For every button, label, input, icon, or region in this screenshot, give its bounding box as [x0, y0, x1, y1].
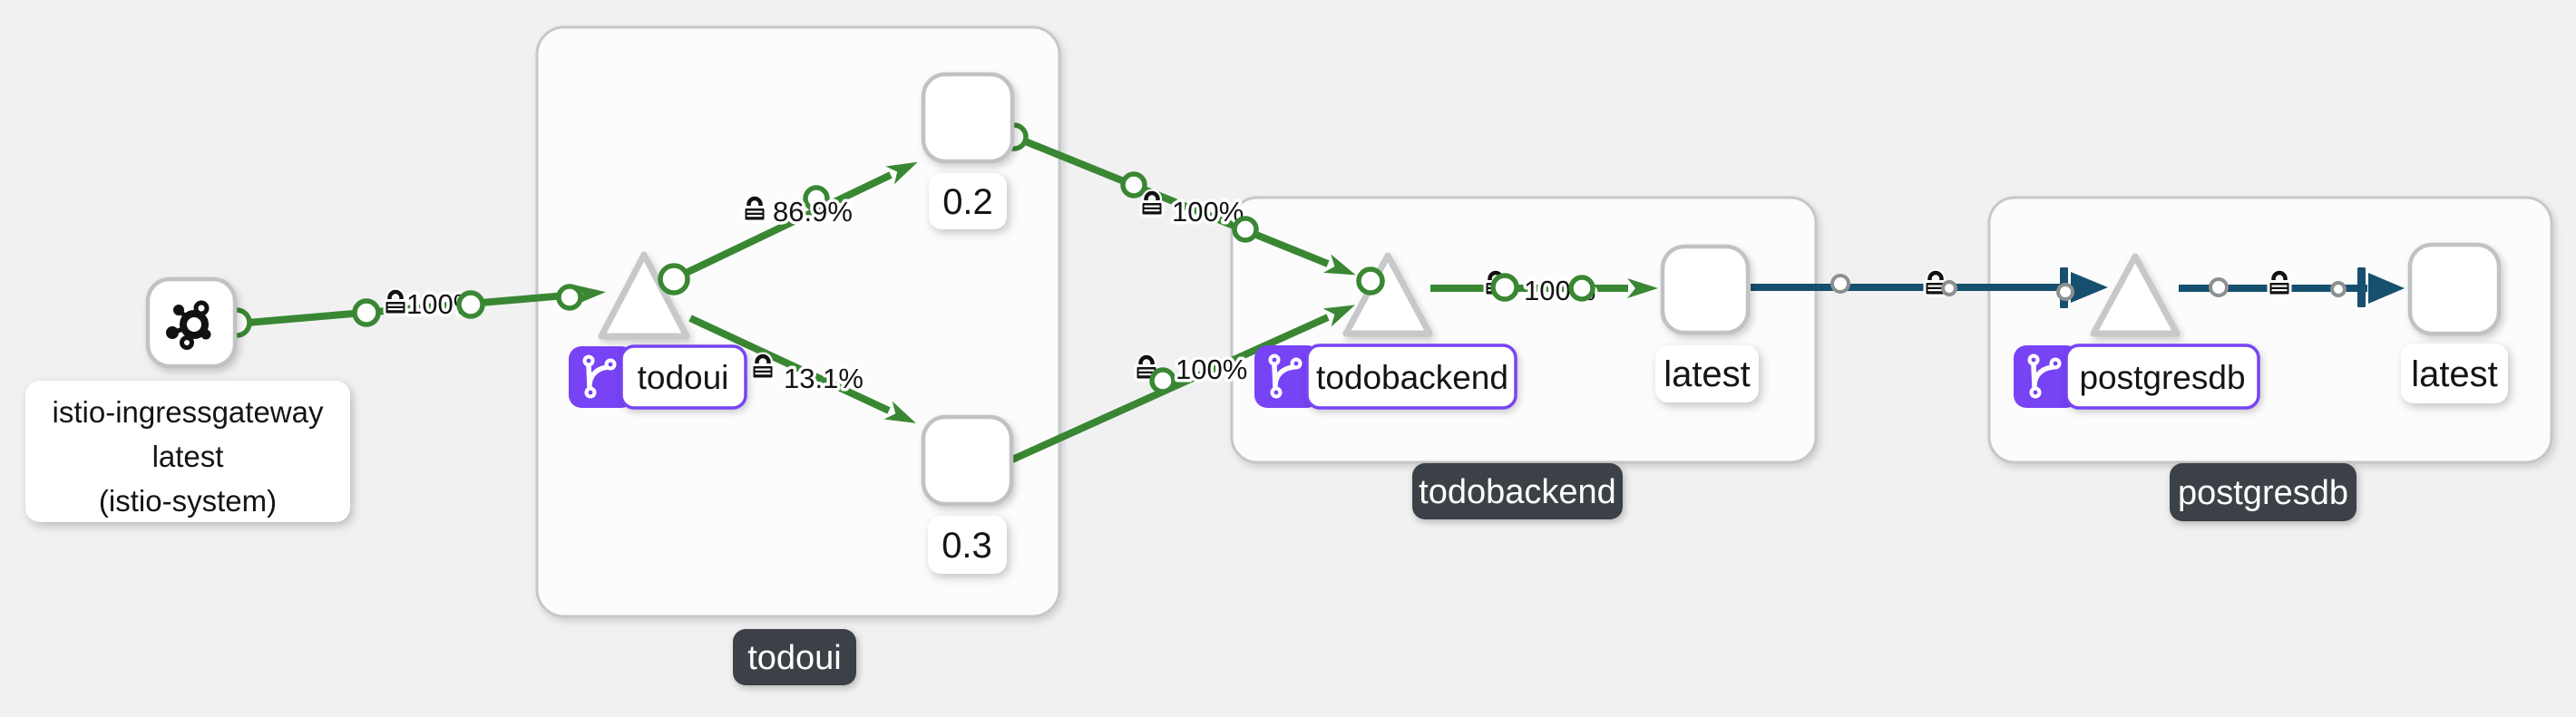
- workload-node-todoui-v03[interactable]: [921, 414, 1014, 507]
- svg-text:latest: latest: [1664, 354, 1751, 394]
- svg-text:todoui: todoui: [747, 639, 842, 677]
- edge-waypoint: [1149, 367, 1176, 394]
- lock-icon: [744, 199, 766, 221]
- edge-waypoint: [456, 290, 485, 319]
- workload-node-postgresdb-latest[interactable]: [2407, 242, 2502, 336]
- code-branch-icon: [582, 354, 617, 399]
- node-label-postgresdb-latest[interactable]: latest: [2401, 344, 2508, 403]
- app-badge-label: todoui: [638, 359, 729, 396]
- workload-node-todobackend-latest[interactable]: [1660, 244, 1751, 335]
- edge-todobackend-latest[interactable]: 100%: [1430, 273, 1658, 310]
- edge-waypoint: [1356, 266, 1385, 296]
- edge-waypoint: [2209, 277, 2229, 297]
- edge-waypoint: [1232, 216, 1259, 243]
- edge-v03-todobackend[interactable]: 100%: [1010, 305, 1356, 463]
- edge-waypoint: [1120, 171, 1147, 199]
- group-label-todoui[interactable]: todoui: [733, 629, 856, 685]
- edge-waypoint: [2056, 283, 2074, 301]
- edge-waypoint: [1941, 280, 1957, 296]
- app-badge-postgresdb[interactable]: postgresdb: [2014, 344, 2260, 410]
- svg-text:todobackend: todobackend: [1419, 473, 1616, 511]
- edge-label: 100%: [1176, 354, 1247, 385]
- tcp-arrowhead-icon: [2071, 272, 2108, 303]
- lock-icon: [2269, 273, 2290, 296]
- lock-icon: [1141, 193, 1163, 216]
- gateway-label-line3: (istio-system): [99, 484, 277, 518]
- edge-waypoint: [1830, 274, 1850, 294]
- tcp-arrowhead-icon: [2368, 273, 2405, 304]
- gateway-label-line1: istio-ingressgateway: [53, 395, 324, 429]
- edge-waypoint: [658, 263, 690, 296]
- svg-text:postgresdb: postgresdb: [2178, 474, 2348, 512]
- tcp-tee-icon: [2357, 267, 2366, 307]
- edge-waypoint: [1490, 273, 1519, 302]
- app-badge-todobackend[interactable]: todobackend: [1254, 344, 1517, 410]
- gateway-label[interactable]: istio-ingressgateway latest (istio-syste…: [25, 381, 350, 522]
- edge-gw-todoui[interactable]: 100%: [221, 284, 606, 338]
- mesh-gateway-icon: [166, 300, 211, 350]
- svg-text:0.2: 0.2: [942, 182, 993, 222]
- edge-label: 86.9%: [773, 196, 853, 228]
- code-branch-icon: [1268, 354, 1303, 399]
- group-label-todobackend[interactable]: todobackend: [1412, 463, 1623, 519]
- lock-icon: [385, 292, 406, 315]
- gateway-label-line2: latest: [152, 440, 224, 473]
- edge-latest-postgresdb[interactable]: [1751, 267, 2108, 308]
- edge-waypoint: [2330, 281, 2347, 297]
- node-label-todobackend-latest[interactable]: latest: [1655, 345, 1759, 402]
- edge-todoui-v03[interactable]: 13.1%: [688, 315, 916, 423]
- edge-waypoint: [803, 185, 830, 212]
- app-badge-label: todobackend: [1316, 359, 1508, 396]
- edge-label: 13.1%: [784, 363, 864, 394]
- edge-label: 100%: [1172, 196, 1244, 228]
- gateway-node[interactable]: [145, 276, 238, 369]
- edge-waypoint: [352, 298, 381, 327]
- edge-todoui-v02[interactable]: 86.9%: [675, 161, 918, 281]
- svg-text:latest: latest: [2411, 354, 2498, 394]
- edge-postgresdb-latest[interactable]: [2179, 267, 2405, 307]
- service-triangle-postgresdb[interactable]: [2090, 253, 2181, 337]
- node-label-v03[interactable]: 0.3: [928, 516, 1007, 574]
- app-badge-todoui[interactable]: todoui: [569, 344, 747, 410]
- app-badge-label: postgresdb: [2079, 359, 2245, 396]
- lock-icon: [752, 356, 774, 379]
- service-triangle-todoui[interactable]: [598, 251, 690, 340]
- code-branch-icon: [2027, 354, 2062, 399]
- workload-node-todoui-v02[interactable]: [921, 72, 1015, 164]
- group-label-postgresdb[interactable]: postgresdb: [2170, 463, 2356, 521]
- svg-text:0.3: 0.3: [942, 526, 992, 566]
- node-label-v02[interactable]: 0.2: [929, 173, 1007, 229]
- edge-waypoint: [556, 284, 583, 311]
- edge-waypoint: [1568, 275, 1595, 302]
